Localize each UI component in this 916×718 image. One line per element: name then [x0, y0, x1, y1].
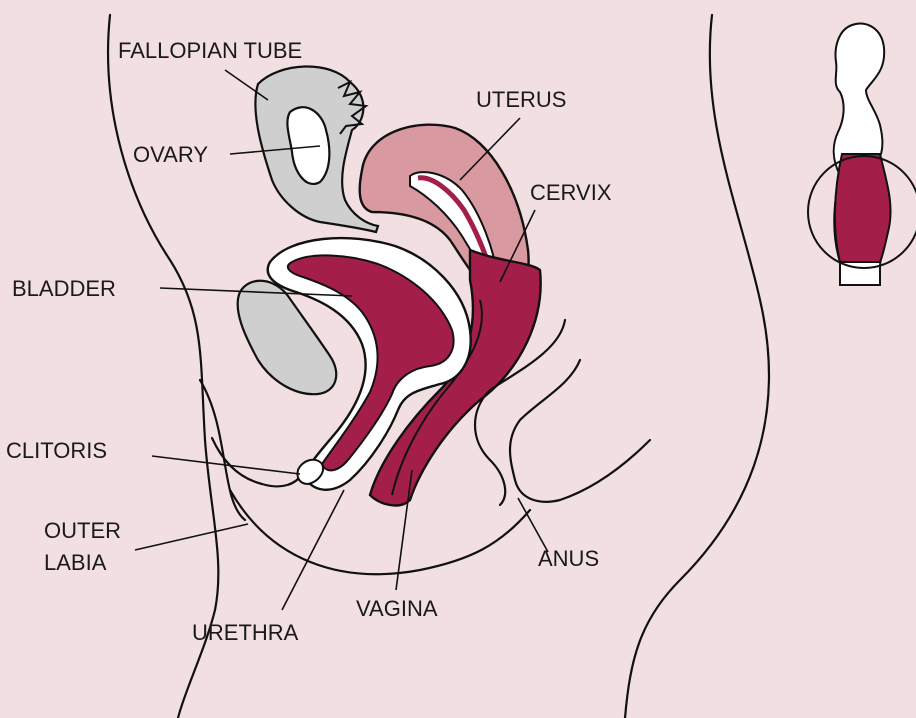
label-vagina: VAGINA [356, 596, 438, 621]
label-urethra: URETHRA [192, 620, 299, 645]
body-front-outline [108, 15, 218, 718]
leader-anus [518, 498, 548, 552]
label-cervix: CERVIX [530, 180, 612, 205]
label-clitoris: CLITORIS [6, 438, 107, 463]
body-silhouette-icon [808, 24, 916, 285]
leader-outer-labia [135, 524, 248, 550]
label-ovary: OVARY [133, 142, 208, 167]
label-bladder: BLADDER [12, 276, 116, 301]
leader-urethra [282, 490, 344, 610]
label-uterus: UTERUS [476, 87, 566, 112]
pelvic-highlight [835, 154, 891, 262]
label-fallopian-tube: FALLOPIAN TUBE [118, 38, 302, 63]
label-anus: ANUS [538, 546, 599, 571]
body-back-outline [625, 15, 769, 718]
label-outer-labia-line1: OUTER [44, 518, 121, 543]
label-outer-labia-line2: LABIA [44, 550, 107, 575]
anal-canal-outline [510, 360, 650, 502]
